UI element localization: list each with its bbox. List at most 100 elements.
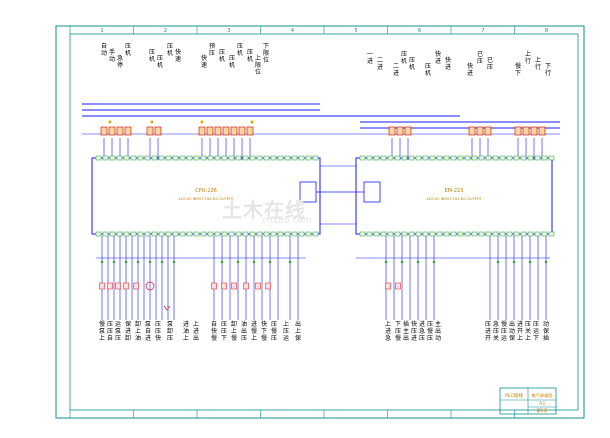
bottom-label: 慢	[251, 327, 257, 335]
terminal-block	[484, 126, 492, 136]
terminal-block	[246, 126, 254, 136]
plc-left-label: CPU-226	[195, 188, 217, 194]
bottom-label: 慢	[427, 327, 433, 335]
plc-output-terminal	[165, 231, 172, 237]
top-label: 压	[229, 55, 235, 62]
watermark-subtext: co188.com	[262, 216, 312, 226]
top-label: 机	[247, 55, 253, 63]
motor-symbol	[145, 281, 155, 291]
output-marker	[100, 260, 104, 264]
top-label: 进	[445, 63, 451, 71]
terminal-block	[154, 126, 162, 136]
terminal-block	[476, 126, 484, 136]
bottom-label: 保	[509, 334, 515, 342]
plc-output-terminal	[366, 231, 373, 237]
terminal-block	[124, 126, 132, 136]
terminal-block	[230, 126, 238, 136]
bottom-label: 上	[251, 334, 257, 342]
bottom-label: 出	[403, 334, 409, 342]
top-label: 压	[425, 63, 431, 70]
plc-output-terminal	[172, 231, 179, 237]
plc-input-terminal	[499, 155, 506, 161]
plc-output-terminal	[436, 231, 443, 237]
top-label: 快	[435, 50, 441, 58]
plc-output-terminal	[380, 231, 387, 237]
top-label: 压	[125, 43, 131, 50]
plc-output-terminal	[478, 231, 485, 237]
plc-input-terminal	[102, 155, 109, 161]
top-label: 下	[515, 70, 521, 77]
bottom-label: 进	[419, 320, 425, 328]
bottom-label: 压	[221, 321, 227, 328]
bottom-label: 快	[261, 320, 267, 328]
plc-input-terminal	[144, 155, 151, 161]
top-label: 预	[209, 42, 215, 50]
marker-dot	[150, 120, 154, 124]
output-marker	[400, 260, 404, 264]
relay-coil	[211, 282, 217, 290]
bottom-label: 慢	[99, 320, 105, 328]
plc-input-terminal	[263, 155, 270, 161]
relay-coil	[133, 282, 139, 290]
plc-output-terminal	[284, 231, 291, 237]
bottom-label: 压	[115, 335, 121, 342]
output-marker	[112, 260, 116, 264]
plc-right-label: EM-223	[445, 188, 464, 194]
top-label: 压	[477, 58, 483, 65]
top-label: 机	[149, 55, 155, 63]
bottom-label: 卸	[135, 320, 141, 328]
bottom-label: 压	[107, 328, 113, 335]
bottom-label: 进	[251, 320, 257, 328]
plc-input-terminal	[485, 155, 492, 161]
plc-input-terminal	[249, 155, 256, 161]
bottom-label: 压	[271, 335, 277, 342]
plc-input-terminal	[291, 155, 298, 161]
top-label: 压	[209, 50, 215, 57]
plc-input-terminal	[359, 155, 366, 161]
terminal-block	[396, 126, 404, 136]
marker-dot	[250, 120, 254, 124]
bottom-label: 压	[427, 321, 433, 328]
bottom-label: 运	[533, 327, 539, 335]
plc-input-terminal	[541, 155, 548, 161]
top-label: 位	[255, 68, 261, 76]
title-block-rev: A3	[539, 401, 545, 406]
plc-input-terminal	[221, 155, 228, 161]
zone-number: 2	[164, 28, 167, 34]
output-marker	[512, 260, 516, 264]
plc-output-terminal	[548, 231, 555, 237]
bottom-label: 慢	[501, 320, 507, 328]
plc-input-terminal	[527, 155, 534, 161]
plc-output-terminal	[422, 231, 429, 237]
plc-output-terminal	[401, 231, 408, 237]
output-marker	[148, 260, 152, 264]
top-label: 压	[219, 49, 225, 56]
plc-output-terminal	[158, 231, 165, 237]
bottom-label: 泵	[99, 328, 105, 335]
output-marker	[528, 260, 532, 264]
relay-coil	[265, 282, 271, 290]
top-label: 自	[101, 42, 107, 50]
bottom-label: 上	[283, 320, 289, 328]
top-label: 机	[125, 49, 131, 57]
plc-input-terminal	[492, 155, 499, 161]
bottom-label: 压	[283, 328, 289, 335]
top-label: 进	[367, 57, 373, 65]
bottom-label: 保	[295, 334, 301, 342]
output-marker	[172, 260, 176, 264]
plc-output-terminal	[527, 231, 534, 237]
top-label: 机	[157, 61, 163, 69]
bottom-label: 上	[231, 327, 237, 335]
plc-output-terminal	[450, 231, 457, 237]
top-label: 位	[263, 56, 269, 64]
bottom-label: 急	[385, 334, 391, 342]
top-label: 进	[435, 57, 441, 65]
relay-coil	[123, 282, 129, 290]
bottom-label: 进	[385, 327, 391, 335]
arrow-symbol	[163, 305, 171, 311]
plc-output-terminal	[499, 231, 506, 237]
bottom-label: 上	[135, 327, 141, 335]
plc-input-terminal	[387, 155, 394, 161]
top-label: 行	[545, 69, 551, 77]
